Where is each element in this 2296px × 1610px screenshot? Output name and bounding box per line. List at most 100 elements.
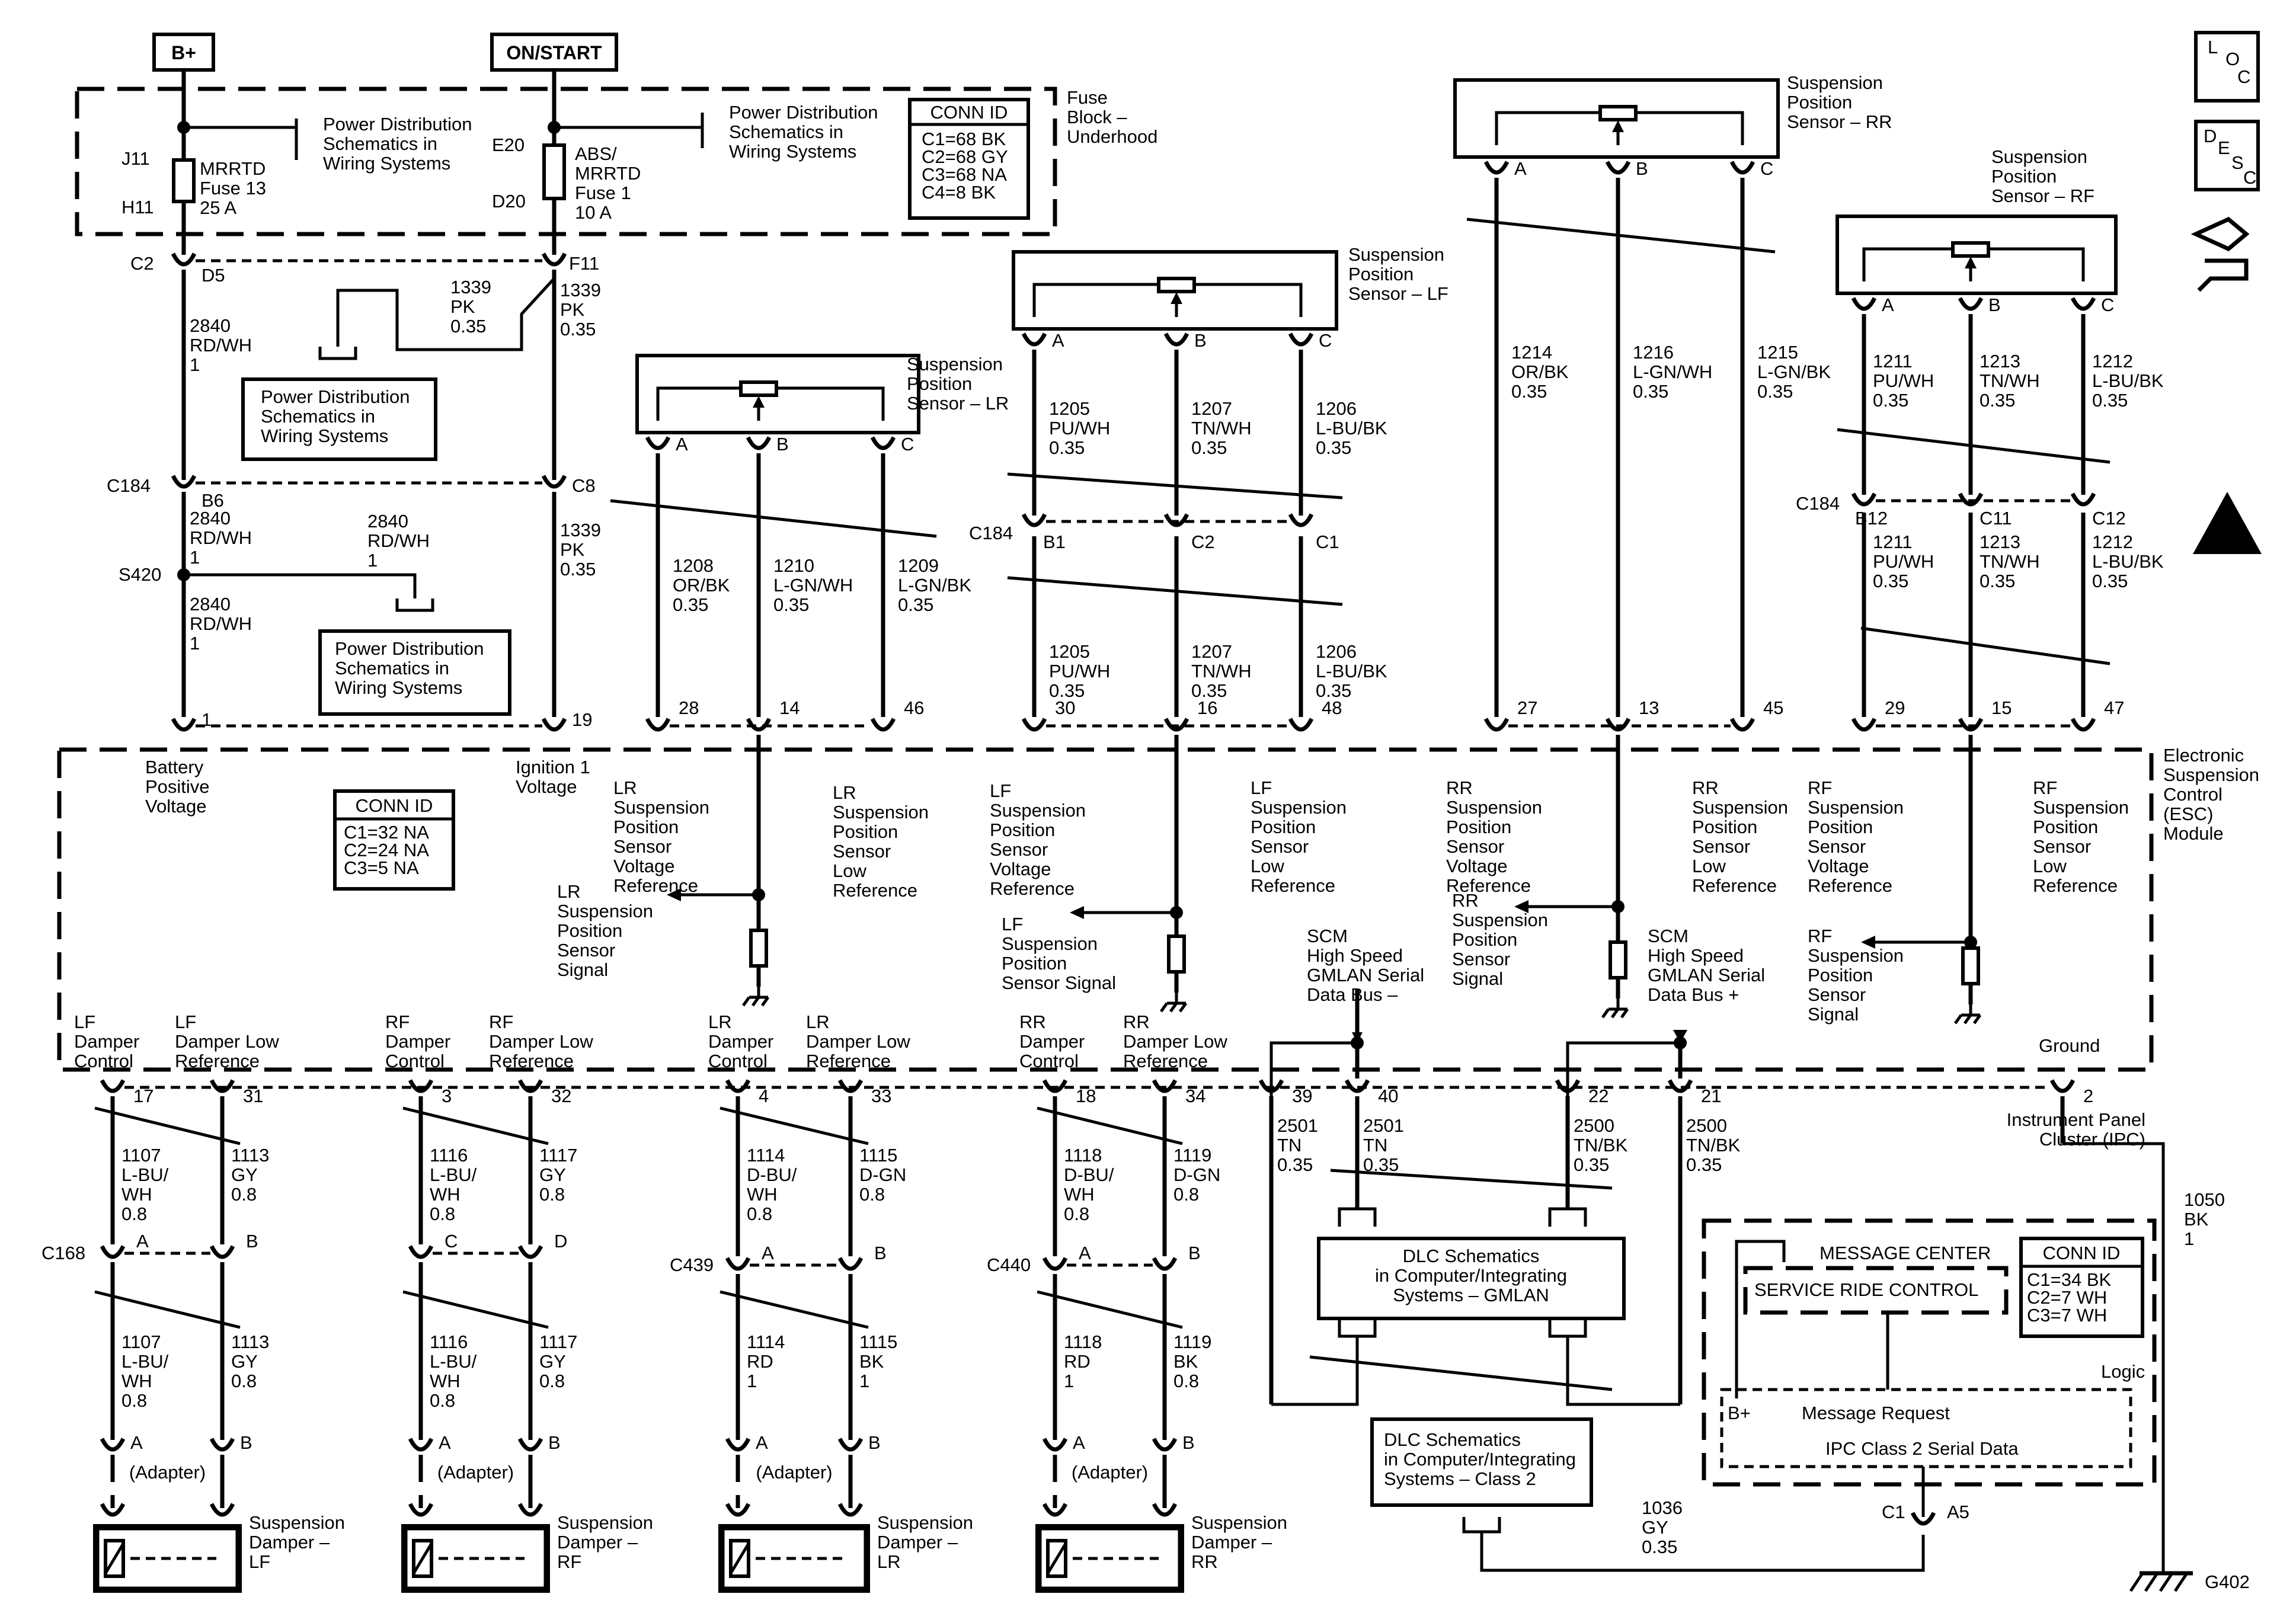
connector-terminal — [1021, 332, 1047, 347]
wire-rf: TN/WH — [1980, 370, 2040, 391]
ignition-voltage-label: Voltage — [516, 776, 577, 797]
damper-rr-name: RR — [1191, 1551, 1218, 1572]
lf-low-label: Sensor — [1251, 836, 1309, 857]
connector-terminal — [1042, 1257, 1068, 1271]
lf-low-label: Low — [1251, 856, 1284, 876]
ground-symbol — [1963, 1014, 1972, 1025]
sensor-rf-name: Sensor – RF — [1991, 185, 2094, 206]
wire-lf: 1207 — [1191, 398, 1232, 419]
adapter-label: (Adapter) — [129, 1462, 206, 1483]
wire-2840-c: RD/WH — [367, 530, 430, 551]
fuse-13-label: MRRTD — [200, 158, 266, 179]
wire-damper: 1114 — [747, 1145, 785, 1166]
connector-terminal — [2070, 492, 2096, 507]
lr-vref-label: Reference — [613, 875, 698, 896]
connector-terminal — [1958, 297, 1984, 311]
wire-damper: 0.8 — [539, 1184, 565, 1205]
logic-box — [1720, 1388, 2132, 1468]
rf-low-label: Low — [2033, 856, 2067, 876]
sensor-rf-name: Suspension — [1991, 146, 2087, 167]
wire-2501: 0.35 — [1277, 1154, 1313, 1175]
connector-terminal — [1021, 513, 1047, 527]
sensor-pin: A — [1882, 295, 1894, 315]
scm-bus-plus-label: High Speed — [1648, 945, 1744, 966]
connector-terminal — [746, 436, 772, 450]
pds-reference: Schematics in — [729, 121, 843, 142]
module-conn-id — [333, 789, 455, 891]
wire-2501: 2501 — [1277, 1115, 1318, 1136]
rr-vref-label: Suspension — [1446, 797, 1542, 818]
wire-2840-d: RD/WH — [190, 613, 252, 634]
wire-rf: 0.35 — [1980, 390, 2015, 411]
wire-rr: 1214 — [1511, 342, 1552, 363]
wire-1339: PK — [560, 299, 585, 320]
connector-terminal — [1483, 161, 1510, 175]
twisted-pair-marker — [1860, 626, 2110, 665]
wire-lr: 1209 — [898, 555, 939, 576]
conn-id-title: CONN ID — [356, 795, 433, 816]
connector-terminal — [746, 718, 772, 732]
desc-icon — [2194, 120, 2260, 191]
output-label: Reference — [806, 1051, 891, 1071]
ground-symbol — [1601, 1008, 1610, 1019]
ipc-outline — [1702, 1218, 2157, 1487]
wire-lr: L-GN/BK — [898, 575, 971, 596]
desc-letter: C — [2243, 167, 2256, 188]
module-pin: 17 — [133, 1086, 154, 1106]
logic-label: Logic — [2101, 1361, 2145, 1382]
wire-damper: WH — [1064, 1184, 1095, 1205]
wire-damper: L-BU/ — [430, 1164, 477, 1185]
wire-rf-2: 1213 — [1980, 532, 2020, 552]
module-pin: 30 — [1055, 697, 1075, 718]
connector-terminal — [171, 718, 197, 732]
ground-symbol — [1159, 1002, 1169, 1013]
connector-terminal — [517, 1438, 543, 1452]
connector-terminal — [517, 1079, 543, 1093]
connector-terminal — [1605, 161, 1631, 175]
sensor-lr-name: Position — [907, 373, 972, 394]
wire-1036: GY — [1642, 1517, 1668, 1538]
module-pin: 18 — [1076, 1086, 1096, 1106]
lr-vref-label: Voltage — [613, 856, 674, 876]
wire-2840: 2840 — [190, 315, 231, 336]
wiper-arrow — [1965, 257, 1977, 268]
connector-terminal — [645, 718, 671, 732]
connector-terminal — [408, 1079, 434, 1093]
connector-terminal — [517, 1503, 543, 1517]
wire-damper: 0.8 — [121, 1204, 147, 1224]
connector-terminal — [1288, 332, 1314, 347]
wire-damper: 0.8 — [747, 1204, 772, 1224]
pds-reference: Power Distribution — [323, 114, 472, 135]
connector-terminal — [541, 718, 567, 732]
wire — [1269, 1041, 1357, 1096]
sensor-rr-name: Suspension — [1787, 72, 1883, 93]
output-label: Control — [385, 1051, 445, 1071]
connector-terminal — [209, 1438, 235, 1452]
connector-terminal — [1910, 1512, 1936, 1526]
wire-rf: 0.35 — [1873, 390, 1908, 411]
pds-reference: Power Distribution — [729, 102, 878, 123]
damper-pin: A — [756, 1432, 768, 1453]
lf-signal-label: LF — [1002, 914, 1023, 934]
sensor-pin: B — [1636, 158, 1648, 179]
damper-rf-name: RF — [557, 1551, 581, 1572]
wire-rr: 1216 — [1633, 342, 1674, 363]
fuse-1 — [542, 143, 566, 200]
lr-low-label: Low — [833, 860, 866, 881]
wire-lf: PU/WH — [1049, 418, 1110, 438]
module-pin: 47 — [2104, 697, 2124, 718]
wire-damper: WH — [121, 1371, 152, 1391]
connector-terminal — [171, 252, 197, 267]
module-pin: 16 — [1197, 697, 1217, 718]
output-label: RR — [1019, 1012, 1046, 1032]
rf-low-label: Sensor — [2033, 836, 2091, 857]
scm-bus-plus-label: SCM — [1648, 926, 1689, 946]
rr-low-label: Low — [1692, 856, 1726, 876]
fuse-1-label: MRRTD — [575, 163, 641, 184]
connector-terminal — [837, 1079, 864, 1093]
wire-2840-b: RD/WH — [190, 527, 252, 548]
lr-vref-label: LR — [613, 777, 637, 798]
connector-terminal — [1851, 297, 1877, 311]
cavity-h11: H11 — [121, 197, 154, 217]
wire-2840: RD/WH — [190, 335, 252, 356]
